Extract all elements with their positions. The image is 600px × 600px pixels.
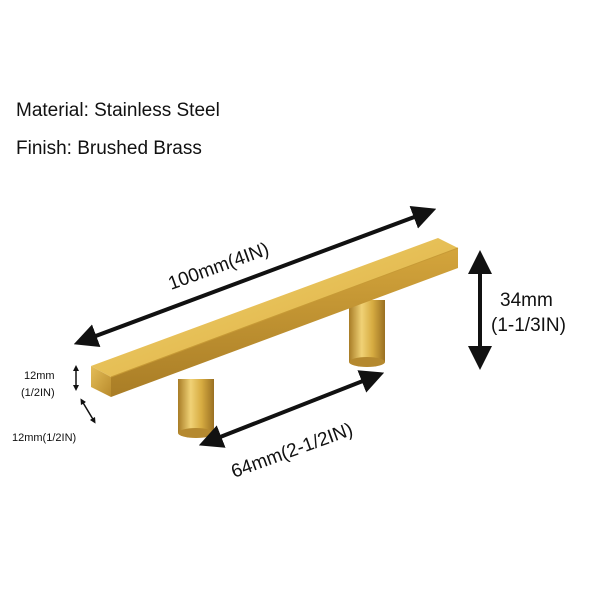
center-arrow (198, 370, 385, 448)
finish-spec: Finish: Brushed Brass (16, 138, 202, 159)
bar-height-in-label: (1/2IN) (21, 387, 55, 399)
material-spec: Material: Stainless Steel (16, 100, 220, 121)
back-post (349, 300, 385, 367)
bar-height-mm-label: 12mm (24, 370, 55, 382)
bar-side-face (111, 248, 458, 397)
bar-width-arrow (80, 398, 96, 424)
bar-front-face (91, 366, 111, 397)
height-in-label: (1-1/3IN) (491, 315, 566, 336)
front-post (178, 379, 214, 438)
bar-top-face (91, 238, 458, 377)
height-mm-label: 34mm (500, 290, 553, 311)
bar-width-label: 12mm(1/2IN) (12, 432, 76, 444)
center-to-center-label: 64mm(2-1/2IN) (229, 419, 356, 482)
length-label: 100mm(4IN) (166, 239, 272, 295)
length-arrow (73, 205, 437, 348)
